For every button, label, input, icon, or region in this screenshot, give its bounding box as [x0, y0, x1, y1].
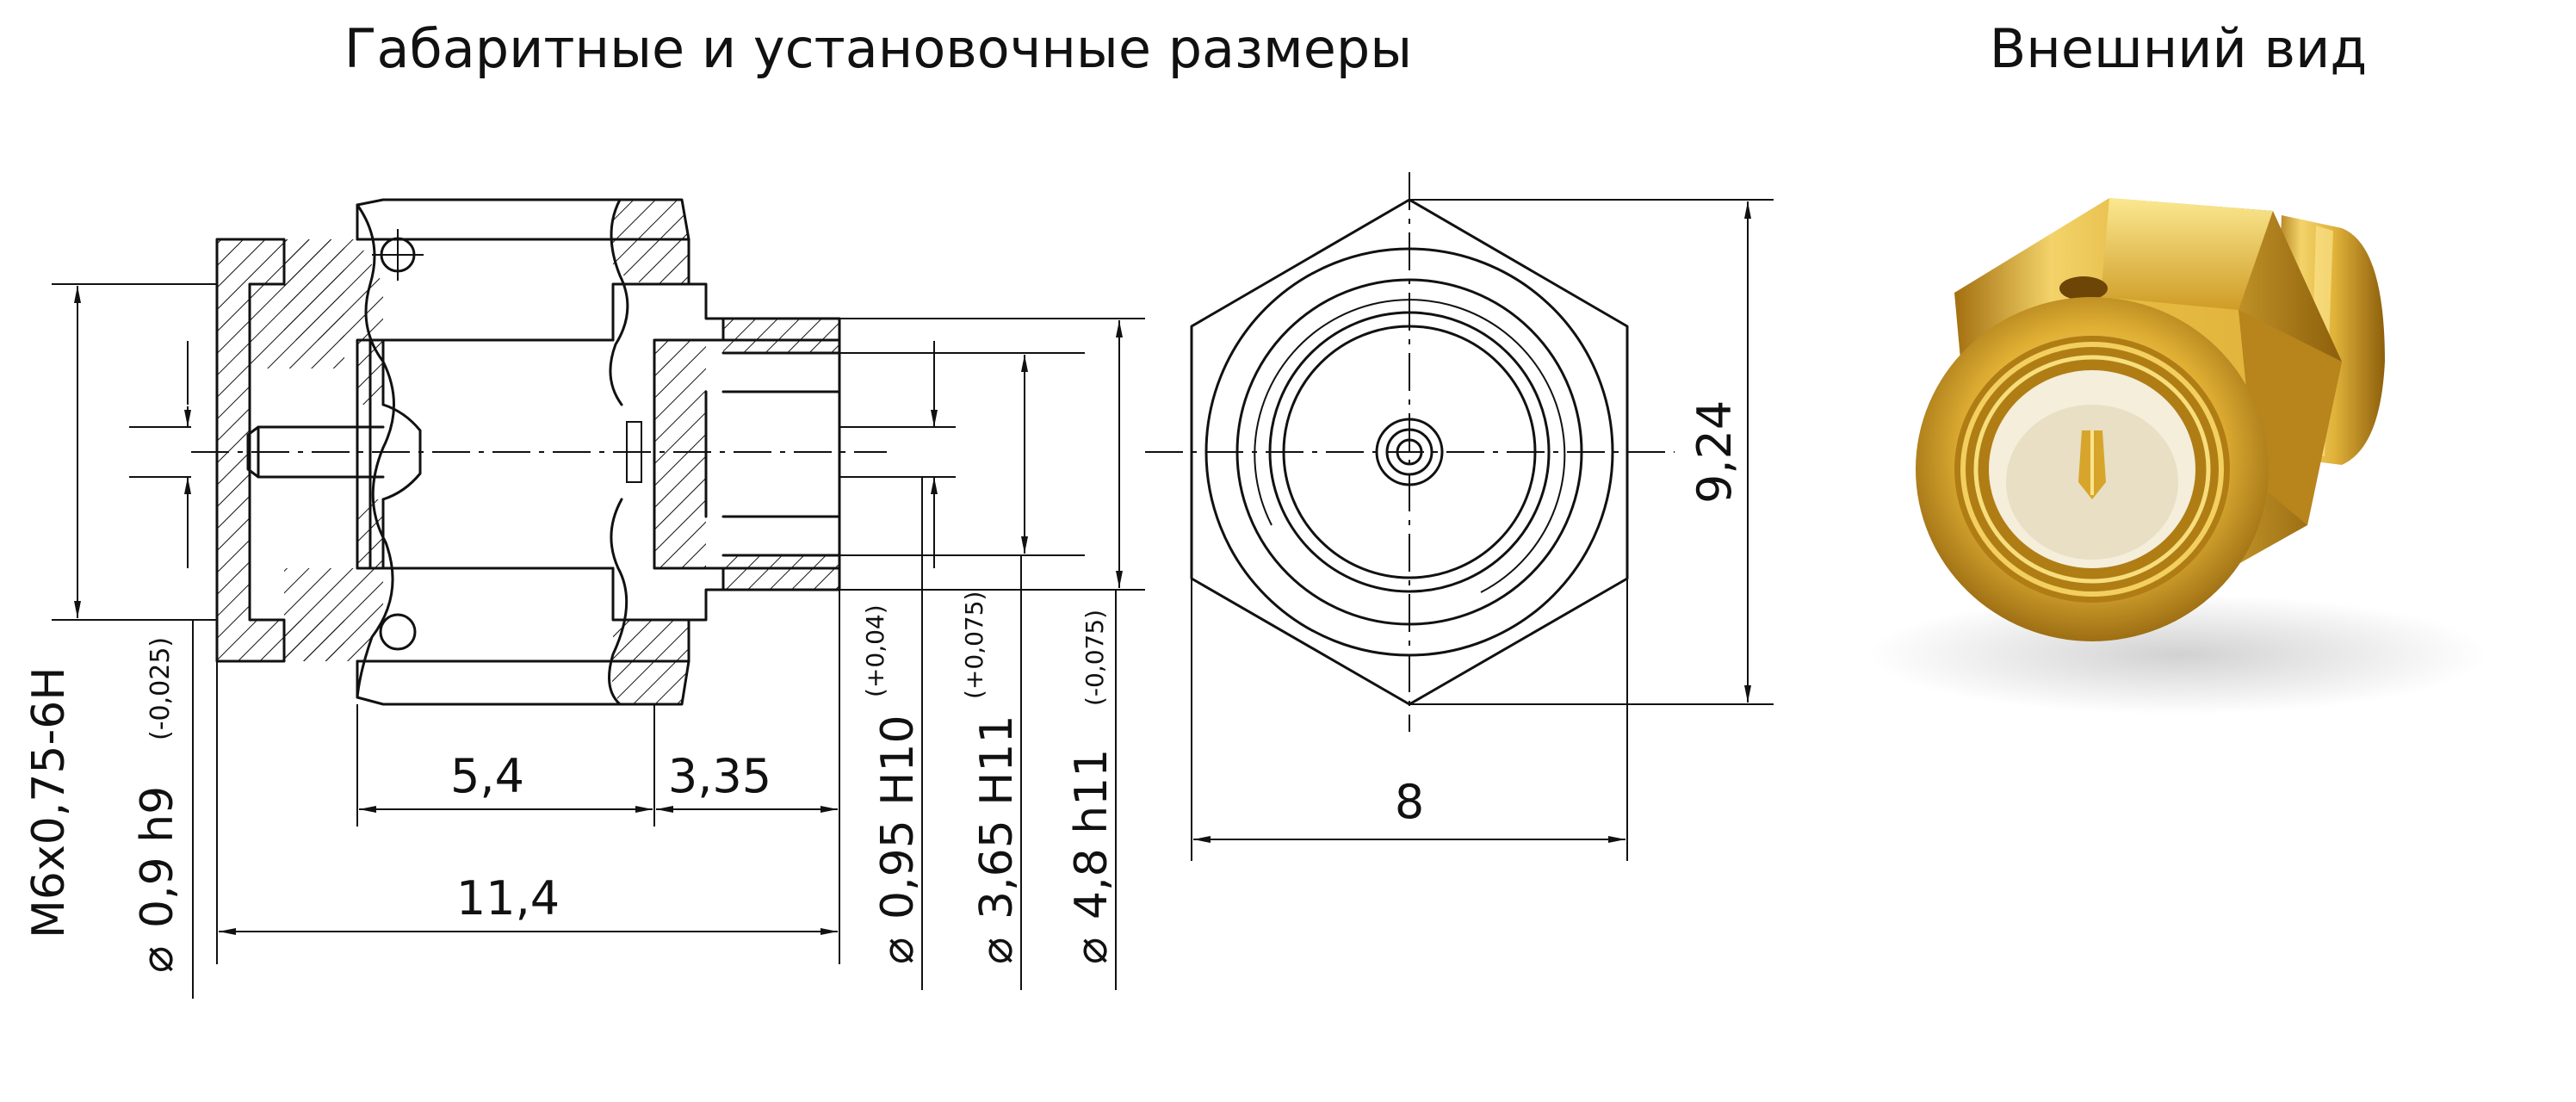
nut-body-top-hatch — [284, 239, 383, 340]
front-dimensions — [1191, 199, 1774, 861]
nut-body-bot-hatch — [284, 568, 383, 661]
hex-top-face — [2101, 198, 2273, 310]
cross-hole-bottom — [379, 613, 417, 651]
hex-right-hatch — [610, 200, 689, 284]
bore1-dim: ⌀ 0,95 H10 (+0,04) — [861, 604, 924, 964]
diameter-symbol: ⌀ — [872, 938, 924, 964]
outer-tol: (-0,075) — [1081, 610, 1109, 706]
connector-photo — [1868, 198, 2488, 715]
section-dimensions — [74, 286, 1123, 935]
hex-width-label: 8 — [1395, 775, 1424, 829]
section-extension-lines — [52, 283, 1145, 999]
hex-corner-label: 9,24 — [1687, 400, 1742, 504]
insulator-hatch — [357, 340, 383, 568]
outer-dim: ⌀ 4,8 h11 (-0,075) — [1066, 610, 1118, 964]
front-view — [1145, 172, 1675, 732]
bore2-label: 3,65 H11 — [971, 715, 1023, 919]
drawing-heading: Габаритные и установочные размеры — [344, 17, 1412, 80]
dim-5-4-label: 5,4 — [450, 749, 524, 803]
thread-label: M6x0,75-6H — [23, 667, 75, 938]
diameter-symbol: ⌀ — [971, 938, 1023, 964]
cross-hole-photo — [2059, 276, 2108, 300]
bore1-label: 0,95 H10 — [872, 715, 924, 919]
diameter-symbol: ⌀ — [132, 946, 183, 973]
bore2-dim: ⌀ 3,65 H11 (+0,075) — [960, 591, 1023, 964]
hex-right-hatch-b — [610, 620, 689, 704]
section-view — [191, 198, 887, 706]
bore1-tol: (+0,04) — [861, 604, 889, 697]
bore2-tol: (+0,075) — [960, 591, 988, 699]
tail-hatch-bot — [723, 555, 839, 590]
pin-diameter-tol: (-0,025) — [146, 637, 176, 740]
inner-bore — [356, 338, 615, 570]
dim-11-4-label: 11,4 — [456, 871, 560, 926]
thread-arc — [1254, 299, 1566, 593]
outer-label: 4,8 h11 — [1066, 749, 1118, 919]
pin-diameter-label: 0,9 h9 — [132, 786, 183, 928]
diameter-symbol: ⌀ — [1066, 938, 1118, 964]
dim-3-35-label: 3,35 — [668, 749, 771, 803]
photo-heading: Внешний вид — [1990, 17, 2367, 80]
tail-hatch-top — [723, 319, 839, 353]
rear-sleeve-hatch — [654, 340, 706, 568]
pin-diameter-dim: ⌀ 0,9 h9 (-0,025) — [132, 637, 183, 973]
